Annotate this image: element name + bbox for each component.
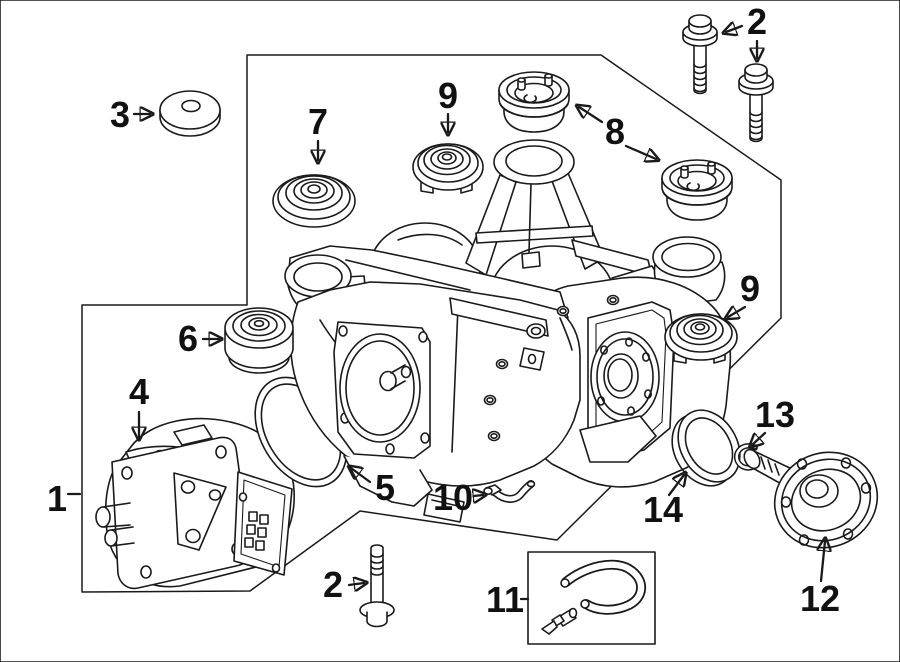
part-bolt-upper-right[interactable]	[738, 63, 774, 143]
part-differential-assembly[interactable]	[284, 139, 732, 523]
callout-11[interactable]: 11	[486, 579, 524, 620]
callout-12[interactable]: 12	[800, 578, 840, 619]
callout-13-arrow	[752, 431, 767, 445]
callout-5-arrow	[351, 468, 372, 484]
flange-bolt-holes	[780, 457, 872, 546]
callout-14[interactable]: 14	[643, 489, 683, 530]
part-bushing-8-right[interactable]	[661, 159, 733, 221]
boss-bolt-holes	[596, 337, 652, 416]
part-bushing-8-upper[interactable]	[498, 71, 570, 133]
part-cover-cap[interactable]	[159, 90, 221, 137]
callout-12-arrow	[821, 541, 825, 583]
callout-2-arrow-left	[726, 26, 744, 32]
callout-7[interactable]: 7	[308, 101, 328, 142]
part-mount-9-top[interactable]	[412, 143, 484, 194]
callout-9-right[interactable]: 9	[740, 268, 760, 309]
part-bolt-lower[interactable]	[359, 544, 395, 628]
part-hose-kit[interactable]	[527, 551, 656, 645]
callout-14-arrow	[667, 475, 684, 497]
callout-8-arrow-upper	[579, 107, 604, 124]
part-shaft-seal[interactable]	[660, 399, 752, 497]
part-mount-7[interactable]	[272, 174, 356, 228]
callout-2-bottom[interactable]: 2	[323, 564, 343, 605]
connector-grid	[244, 511, 269, 551]
callout-3[interactable]: 3	[110, 94, 130, 135]
part-vent-elbow[interactable]	[483, 480, 536, 503]
cover-bolts	[483, 294, 620, 442]
callout-1[interactable]: 1	[47, 478, 67, 519]
part-mount-6[interactable]	[224, 307, 294, 374]
callout-6[interactable]: 6	[178, 318, 198, 359]
callout-10[interactable]: 10	[433, 477, 473, 518]
callouts: 1 2 2 3 4 5 6 7 8 9 9 10 11 12 13 14	[47, 1, 840, 620]
callout-8-arrow-lower	[624, 144, 656, 159]
part-drive-flange[interactable]	[741, 437, 892, 563]
callout-2b-arrow	[347, 583, 364, 585]
part-coupling-housing[interactable]	[95, 417, 295, 590]
callout-8[interactable]: 8	[605, 111, 625, 152]
callout-2-top[interactable]: 2	[747, 1, 767, 42]
callout-9r-arrow	[728, 307, 747, 317]
callout-10-arrow	[474, 495, 483, 496]
part-bolt-upper-left[interactable]	[682, 14, 718, 95]
callout-9-top[interactable]: 9	[438, 75, 458, 116]
part-mount-9-right[interactable]	[664, 313, 738, 364]
callout-5[interactable]: 5	[375, 467, 395, 508]
callout-4[interactable]: 4	[129, 371, 149, 412]
assembly-boundary-outline	[81, 54, 782, 593]
callout-13[interactable]: 13	[755, 394, 795, 435]
